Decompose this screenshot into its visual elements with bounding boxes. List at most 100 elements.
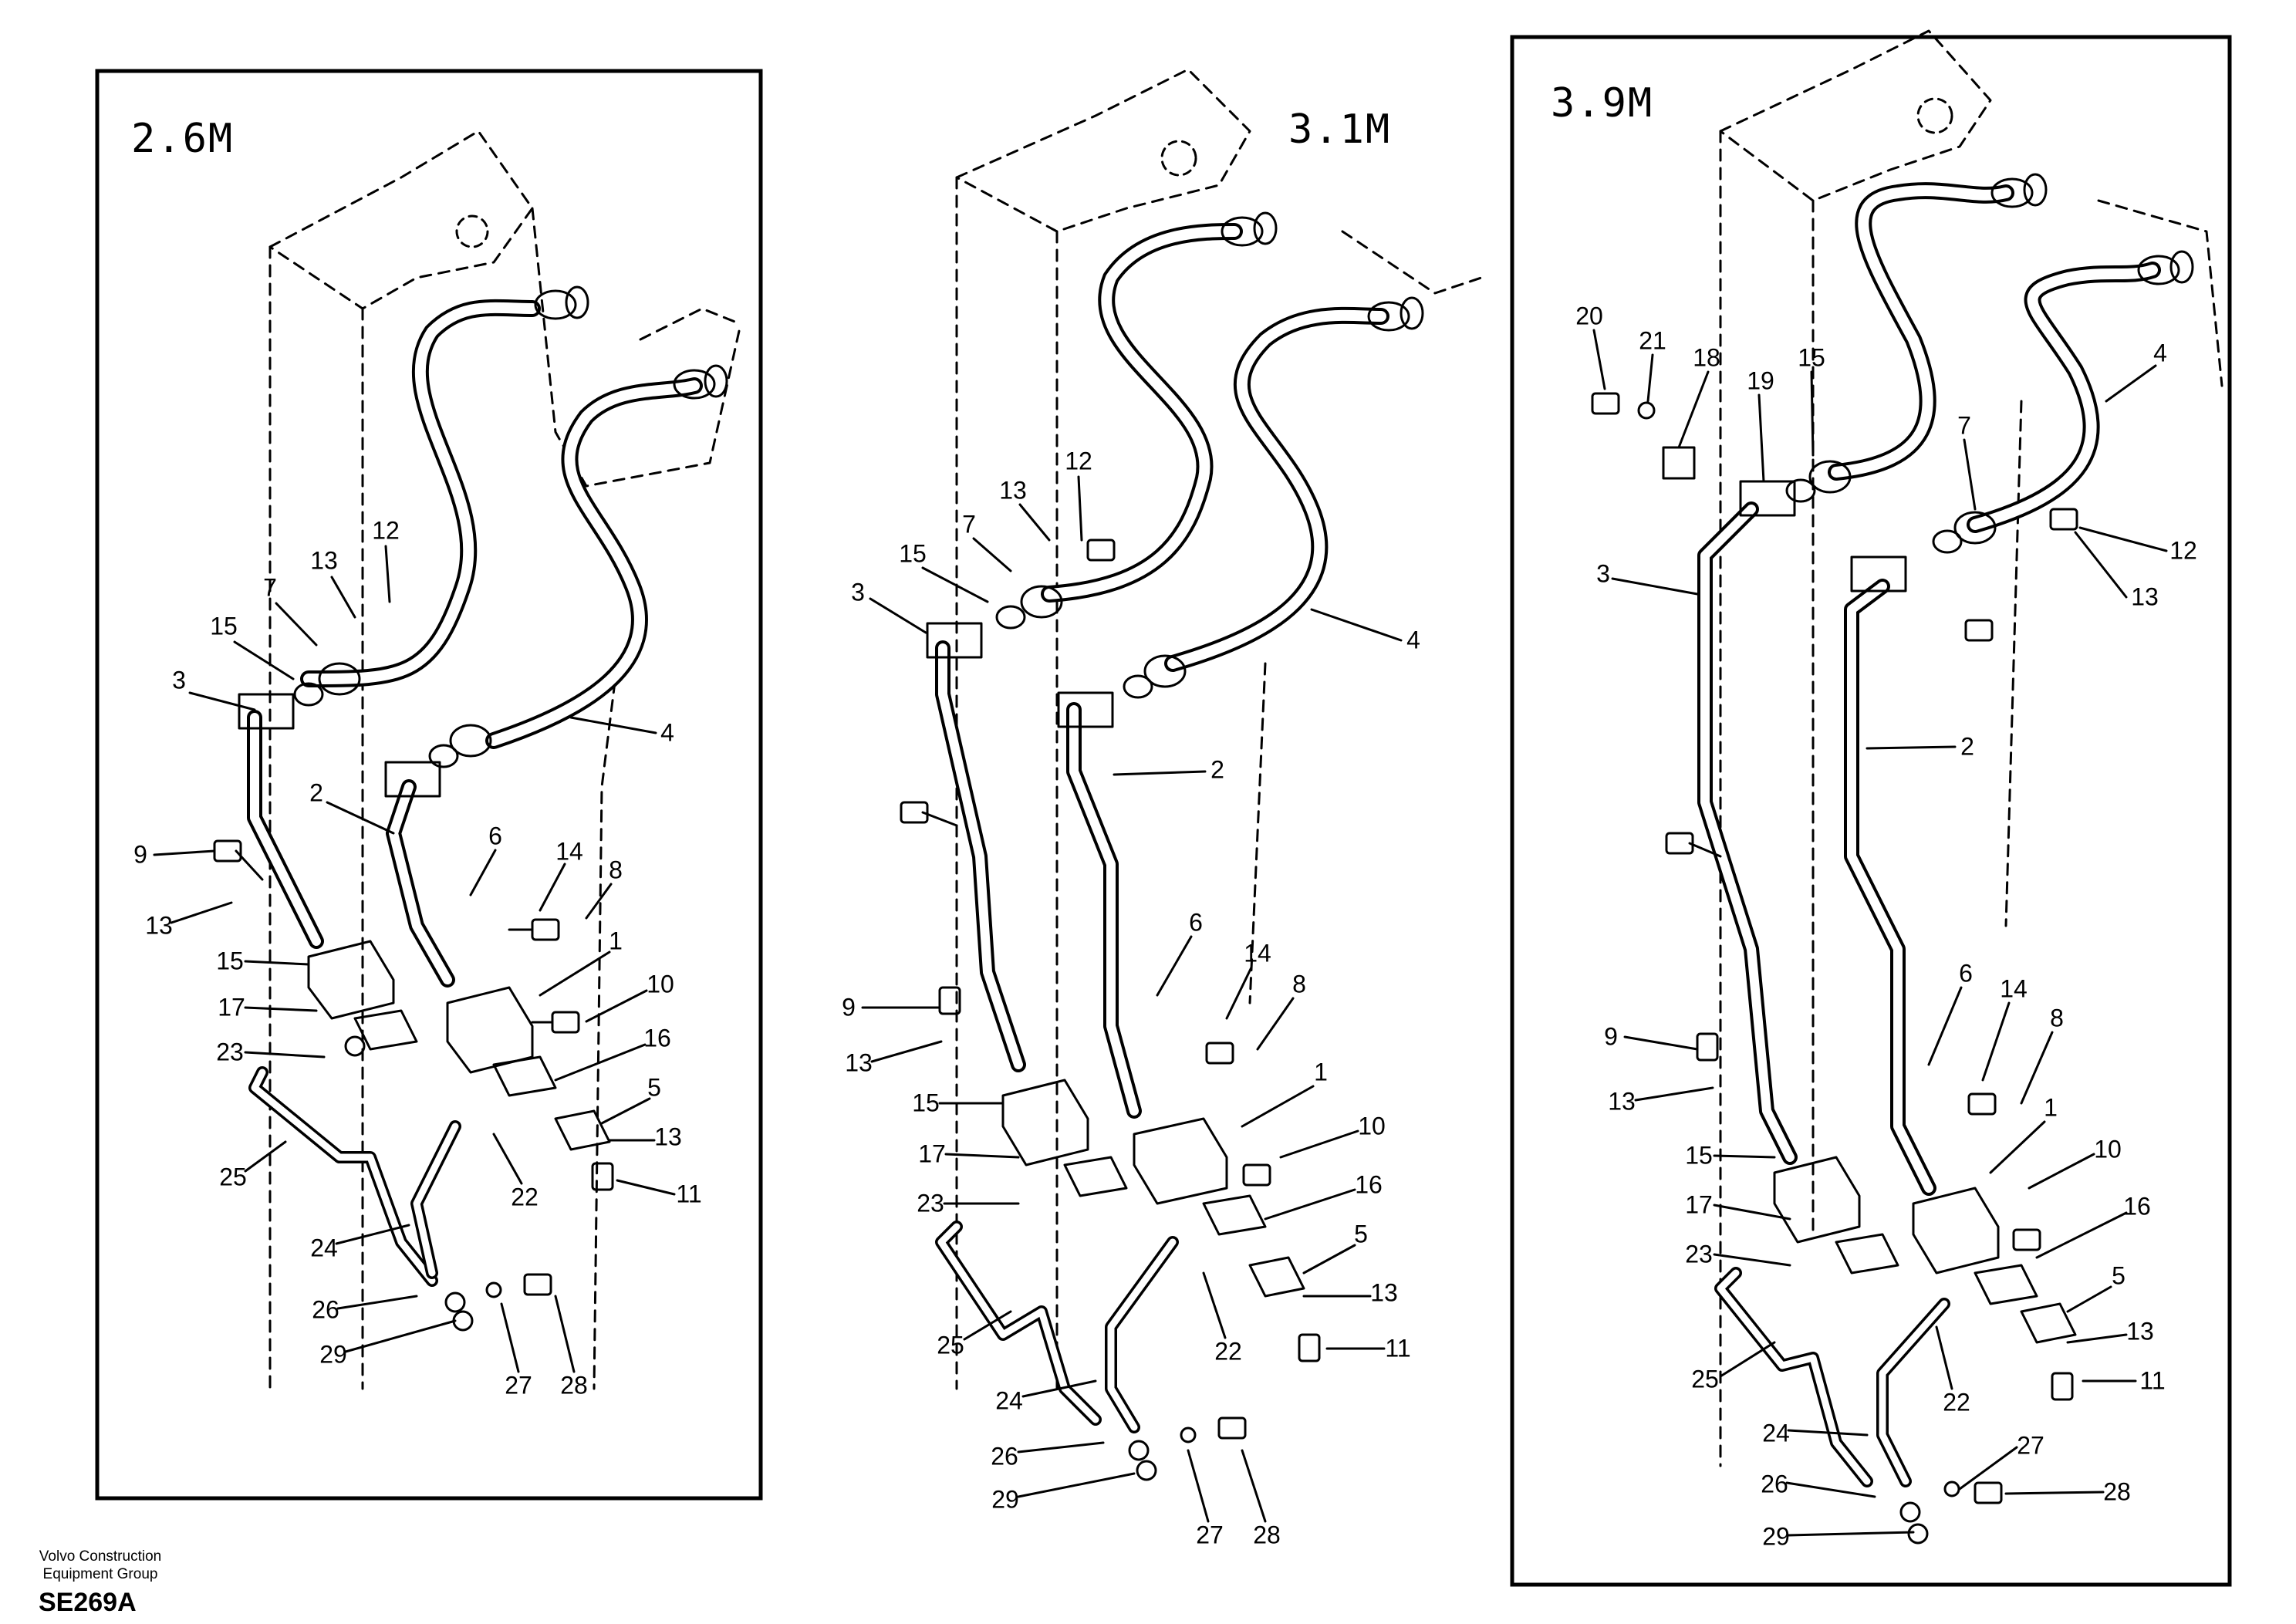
part-callout: 4 (660, 718, 674, 747)
part-callout: 23 (216, 1038, 244, 1066)
part-callout: 23 (1685, 1240, 1713, 1268)
manufacturer-name: Volvo Construction Equipment Group (15, 1548, 185, 1583)
part-callout: 25 (219, 1163, 247, 1191)
part-callout: 18 (1693, 343, 1720, 372)
part-callout: 20 (1575, 302, 1603, 330)
part-callout: 11 (1385, 1334, 1411, 1362)
part-callout: 14 (2000, 974, 2028, 1003)
part-callout: 10 (2094, 1135, 2122, 1163)
part-callout: 13 (654, 1123, 682, 1151)
part-callout: 6 (488, 822, 502, 850)
part-callout: 22 (1943, 1388, 1970, 1416)
part-callout: 14 (1244, 939, 1271, 967)
part-callout: 5 (2112, 1261, 2125, 1290)
part-callout: 12 (372, 516, 400, 545)
part-callout: 1 (2044, 1093, 2058, 1122)
drawing-code: SE269A (39, 1588, 137, 1617)
part-callout: 15 (912, 1089, 940, 1117)
part-callout: 6 (1189, 908, 1203, 937)
part-callout: 10 (647, 970, 674, 998)
part-callout: 25 (937, 1331, 964, 1359)
panel-frame-3-9m (1510, 35, 2232, 1587)
part-callout: 23 (917, 1189, 944, 1217)
part-callout: 14 (555, 837, 583, 866)
part-callout: 11 (2139, 1366, 2166, 1395)
part-callout: 8 (1292, 970, 1306, 998)
part-callout: 13 (2126, 1317, 2154, 1345)
part-callout: 15 (1685, 1141, 1713, 1170)
panel-2-6m-drawing (153, 130, 742, 1390)
part-callout: 6 (1959, 959, 1973, 988)
part-callout: 15 (899, 539, 927, 568)
part-callout: 11 (676, 1180, 702, 1208)
part-callout: 27 (505, 1371, 532, 1399)
part-callout: 24 (310, 1234, 338, 1262)
part-callout: 4 (2153, 339, 2167, 367)
part-callout: 10 (1358, 1112, 1386, 1140)
part-callout: 4 (1406, 626, 1420, 654)
panel-3-1m-drawing (861, 68, 1483, 1523)
part-callout: 16 (2123, 1192, 2151, 1221)
part-callout: 3 (172, 666, 186, 694)
part-callout: 2 (309, 778, 323, 807)
part-callout: 22 (1214, 1337, 1242, 1366)
part-callout: 29 (319, 1340, 347, 1369)
part-callout: 9 (133, 840, 147, 869)
part-callout: 22 (511, 1183, 539, 1211)
part-callout: 27 (1196, 1521, 1224, 1549)
part-callout: 13 (1608, 1087, 1636, 1116)
part-callout: 16 (643, 1024, 671, 1052)
part-callout: 26 (312, 1295, 339, 1324)
part-callout: 2 (1960, 732, 1974, 761)
part-callout: 26 (991, 1442, 1018, 1470)
part-callout: 28 (2103, 1477, 2131, 1506)
part-callout: 15 (1798, 343, 1825, 372)
part-callout: 13 (845, 1048, 873, 1077)
part-callout: 17 (1685, 1190, 1713, 1219)
part-callout: 16 (1355, 1170, 1383, 1199)
part-callout: 8 (2050, 1004, 2064, 1032)
part-callout: 29 (991, 1485, 1019, 1514)
part-callout: 12 (2169, 536, 2197, 565)
manufacturer-line-1: Volvo Construction (39, 1548, 162, 1565)
part-callout: 28 (1253, 1521, 1281, 1549)
part-callout: 27 (2017, 1431, 2044, 1460)
panel-title-3-1m: 3.1M (1288, 106, 1392, 153)
part-callout: 15 (216, 947, 244, 975)
part-callout: 7 (263, 573, 277, 602)
part-callout: 5 (1354, 1220, 1368, 1248)
part-callout: 8 (609, 856, 623, 884)
part-callout: 7 (962, 510, 976, 539)
part-callout: 13 (999, 476, 1027, 505)
part-callout: 25 (1691, 1365, 1719, 1393)
part-callout: 24 (995, 1386, 1023, 1415)
panel-title-2-6m: 2.6M (131, 116, 235, 162)
part-callout: 28 (560, 1371, 588, 1399)
part-callout: 17 (218, 993, 245, 1021)
part-callout: 9 (1604, 1022, 1618, 1051)
part-callout: 1 (609, 927, 623, 955)
part-callout: 1 (1314, 1058, 1328, 1086)
part-callout: 15 (210, 612, 238, 640)
part-callout: 3 (1596, 559, 1610, 588)
panel-3-9m-drawing (1591, 29, 2223, 1545)
part-callout: 5 (647, 1073, 661, 1102)
part-callout: 7 (1957, 411, 1971, 440)
manufacturer-line-2: Equipment Group (42, 1566, 158, 1582)
part-callout: 24 (1762, 1419, 1790, 1447)
panel-frame-2-6m (95, 69, 763, 1501)
part-callout: 9 (842, 993, 856, 1021)
part-callout: 17 (918, 1140, 946, 1168)
part-callout: 13 (2131, 582, 2159, 611)
part-callout: 13 (310, 546, 338, 575)
part-callout: 21 (1639, 326, 1666, 355)
part-callout: 13 (1370, 1278, 1398, 1307)
panel-title-3-9m: 3.9M (1551, 80, 1654, 127)
part-callout: 26 (1761, 1470, 1788, 1498)
part-callout: 3 (851, 578, 865, 606)
part-callout: 29 (1762, 1522, 1790, 1551)
part-callout: 2 (1210, 755, 1224, 784)
part-callout: 13 (145, 911, 173, 940)
